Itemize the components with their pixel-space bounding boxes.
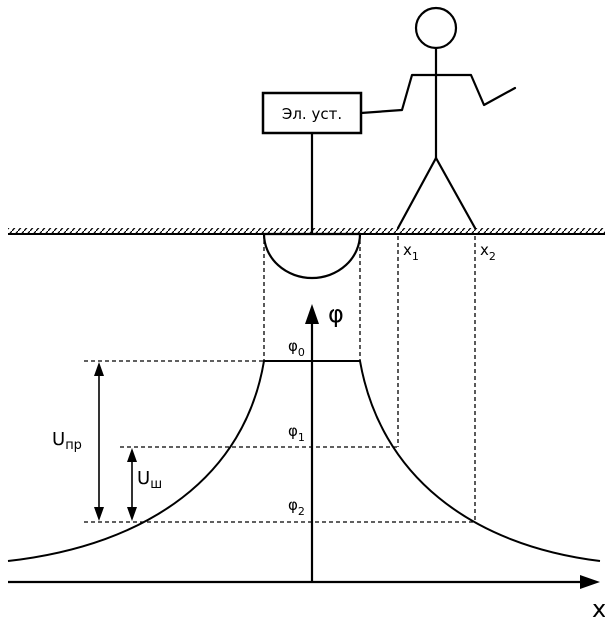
- phi0-sub: 0: [298, 346, 305, 359]
- potential-curve: [7, 360, 601, 562]
- potential-level-lines: [84, 360, 475, 523]
- person-right-arm: [434, 73, 517, 107]
- phi1-base: φ: [288, 422, 298, 440]
- ground-point-x2-label: x2: [480, 241, 496, 263]
- device-hand-wire: [360, 108, 403, 115]
- ground-point-x1-label: x1: [403, 241, 419, 263]
- touch-voltage-base: U: [52, 429, 65, 450]
- ground-point-x2-sub: 2: [489, 250, 496, 263]
- ground-point-x1-sub: 1: [412, 250, 419, 263]
- ground-point-x2-base: x: [480, 241, 489, 259]
- phi-axis: [305, 304, 319, 582]
- x-axis-label: x: [592, 595, 605, 619]
- person-left-leg: [396, 156, 438, 230]
- ground-point-x1-base: x: [403, 241, 412, 259]
- person-left-arm: [400, 73, 438, 112]
- phi0-label: φ0: [288, 337, 305, 359]
- electrical-installation: Эл. уст.: [261, 91, 403, 234]
- step-voltage-base: U: [137, 468, 150, 489]
- step-voltage-label: Uш: [137, 468, 162, 492]
- step-voltage-sub: ш: [150, 477, 162, 492]
- touch-voltage-label: Uпр: [52, 429, 82, 453]
- phi2-label: φ2: [288, 496, 305, 518]
- person-head: [414, 6, 458, 50]
- device-box-label: Эл. уст.: [282, 105, 342, 123]
- phi0-base: φ: [288, 337, 298, 355]
- phi2-sub: 2: [298, 505, 305, 518]
- phi1-sub: 1: [298, 431, 305, 444]
- touch-voltage-sub: пр: [65, 438, 82, 453]
- phi2-base: φ: [288, 496, 298, 514]
- person-right-leg: [434, 156, 477, 230]
- person-figure: [396, 6, 517, 230]
- phi1-label: φ1: [288, 422, 305, 444]
- touch-voltage-arrow: [94, 362, 104, 521]
- step-voltage-arrow: [127, 448, 137, 521]
- x-axis: [8, 575, 600, 589]
- projection-lines: [263, 236, 476, 522]
- phi-axis-label: φ: [328, 300, 344, 328]
- hemispherical-electrode: [262, 232, 362, 280]
